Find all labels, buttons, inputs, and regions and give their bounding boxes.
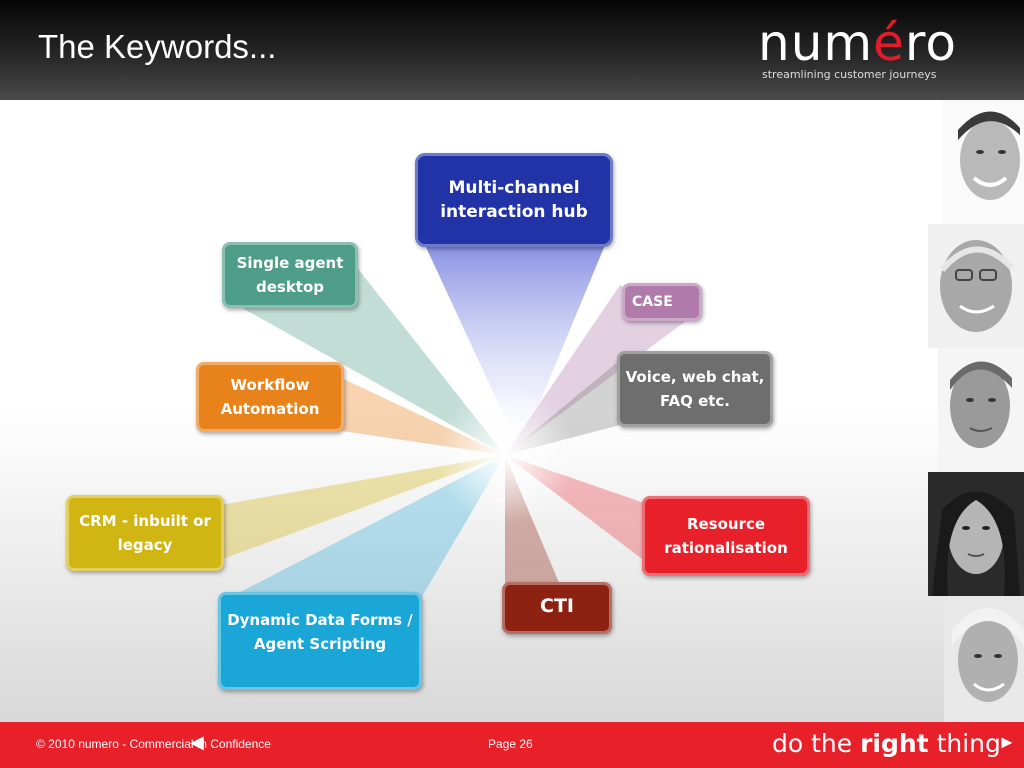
hub-label: Multi-channel interaction hub [440,178,588,222]
numero-logo: numéro [758,18,957,68]
customer-faces-illustration [928,100,1024,722]
face-man [938,348,1024,472]
node-dynamic-data-forms: Dynamic Data Forms / Agent Scripting [218,592,422,690]
face-elderly-woman [944,596,1024,722]
node-voice-web-chat: Voice, web chat, FAQ etc. [617,351,773,427]
node-cti: CTI [502,582,612,634]
ray-dynamic-forms [225,455,505,600]
logo-tagline: streamlining customer journeys [762,68,937,81]
node-workflow-automation: Workflow Automation [196,362,344,432]
node-label: Voice, web chat, FAQ etc. [625,368,765,410]
face-young-man [942,100,1024,224]
ray-single-agent-desktop [228,265,505,455]
node-single-agent-desktop: Single agent desktop [222,242,358,308]
copyright-text: © 2010 numero - Commercial In Confidence [36,737,271,751]
prev-slide-icon[interactable]: ◀ [190,732,204,752]
node-case: CASE [622,283,702,321]
face-woman [928,472,1024,596]
center-glow [435,385,575,525]
customer-photos-column [928,100,1024,722]
node-label: Dynamic Data Forms / Agent Scripting [227,611,413,653]
ray-group [220,245,690,600]
ray-crm [220,455,505,560]
page-number: Page 26 [488,737,533,751]
slogan: do the right thing [772,729,1001,758]
page-title: The Keywords... [38,28,277,65]
next-slide-icon[interactable]: ► [998,732,1016,752]
node-label: Single agent desktop [236,254,344,296]
slogan-post: thing [928,729,1001,758]
slogan-bold: right [860,729,929,758]
logo-text-part2: ro [904,14,957,72]
header-bar: The Keywords... numéro streamlining cust… [0,0,1024,100]
logo-text-accent: é [873,14,905,72]
slogan-pre: do the [772,729,861,758]
face-elderly-man [928,224,1024,348]
node-label: Workflow Automation [220,376,320,418]
node-label: CASE [632,294,673,310]
node-label: CRM - inbuilt or legacy [79,512,211,554]
node-resource-rationalisation: Resource rationalisation [642,496,810,576]
footer-bar: © 2010 numero - Commercial In Confidence… [0,722,1024,768]
logo-text-part1: num [758,14,874,72]
ray-hub [425,245,605,450]
hub-box: Multi-channel interaction hub [415,153,613,247]
node-label: Resource rationalisation [664,515,788,557]
node-crm: CRM - inbuilt or legacy [66,495,224,571]
node-label: CTI [540,595,574,617]
